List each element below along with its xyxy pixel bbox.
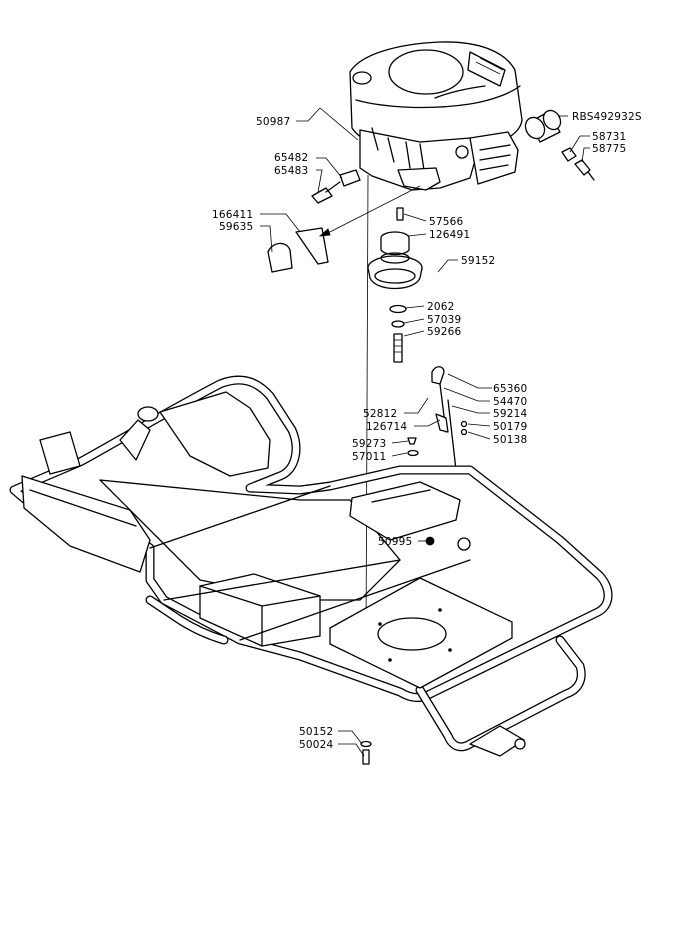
mower-frame xyxy=(9,375,613,757)
filter-cylinder xyxy=(524,109,562,143)
part-labels: 50987 65482 65483 166411 59635 RBS492932… xyxy=(212,111,642,751)
label-54470: 54470 xyxy=(493,396,527,408)
leader-lines xyxy=(260,107,590,757)
label-50179: 50179 xyxy=(493,421,527,433)
fitting-parts xyxy=(561,147,595,181)
shield-plate xyxy=(267,185,421,273)
label-52812: 52812 xyxy=(363,408,397,420)
label-2062: 2062 xyxy=(427,301,455,313)
bottom-bolts xyxy=(360,740,372,765)
label-57566: 57566 xyxy=(429,216,464,228)
lever-assembly xyxy=(431,366,468,471)
engine xyxy=(349,41,523,641)
label-126491: 126491 xyxy=(429,229,470,241)
label-50138: 50138 xyxy=(493,434,527,446)
label-65482: 65482 xyxy=(274,152,308,164)
label-50987: 50987 xyxy=(256,116,290,128)
label-50995: 50995 xyxy=(378,536,412,548)
label-65360: 65360 xyxy=(493,383,527,395)
pulley xyxy=(367,231,423,290)
label-59266: 59266 xyxy=(427,326,462,338)
label-166411: 166411 xyxy=(212,209,253,221)
label-59273: 59273 xyxy=(352,438,386,450)
label-59152: 59152 xyxy=(461,255,495,267)
label-RBS492932S: RBS492932S xyxy=(572,111,642,123)
key-part xyxy=(396,207,404,221)
label-50152: 50152 xyxy=(299,726,333,738)
washers-bolt xyxy=(389,304,407,363)
label-57039: 57039 xyxy=(427,314,461,326)
label-57011: 57011 xyxy=(352,451,386,463)
label-59635: 59635 xyxy=(219,221,253,233)
label-65483: 65483 xyxy=(274,165,308,177)
label-59214: 59214 xyxy=(493,408,528,420)
label-126714: 126714 xyxy=(366,421,407,433)
bushing-parts xyxy=(311,169,361,204)
label-58775: 58775 xyxy=(592,143,626,155)
label-58731: 58731 xyxy=(592,131,626,143)
label-50024: 50024 xyxy=(299,739,334,751)
